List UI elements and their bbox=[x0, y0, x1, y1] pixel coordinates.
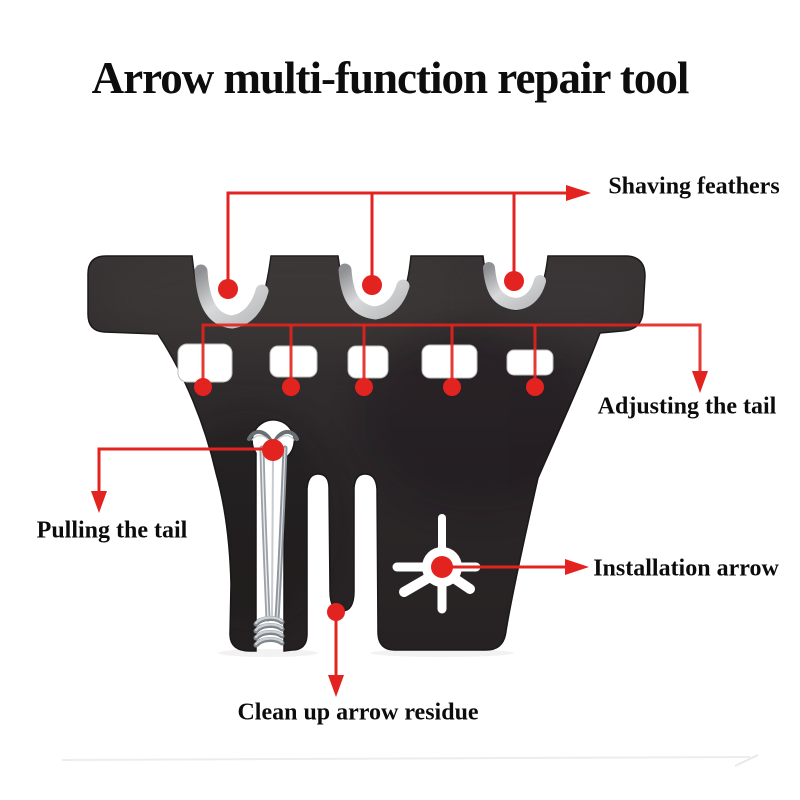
feather-notch-bevel-1 bbox=[194, 264, 269, 329]
square-holes bbox=[177, 343, 554, 383]
square-hole-5 bbox=[506, 349, 554, 376]
pulling-clip bbox=[247, 430, 299, 622]
arrowhead-right-icon bbox=[566, 185, 591, 201]
arrowhead-down-icon bbox=[91, 491, 107, 513]
arrowhead-right-icon bbox=[565, 559, 589, 575]
right-leg-shadow bbox=[370, 649, 514, 657]
marker-dot bbox=[443, 378, 461, 396]
marker-dot bbox=[282, 378, 300, 396]
marker-dot bbox=[327, 603, 345, 621]
annotation-overlays bbox=[91, 185, 708, 697]
feather-notch-bevel-3 bbox=[483, 262, 546, 311]
label-cleanup-residue: Clean up arrow residue bbox=[237, 699, 479, 726]
square-hole-3 bbox=[347, 345, 389, 379]
square-hole-2 bbox=[269, 345, 318, 378]
marker-dot bbox=[355, 378, 373, 396]
page-title: Arrow multi-function repair tool bbox=[91, 53, 690, 103]
marker-dot bbox=[362, 275, 382, 295]
marker-dot bbox=[194, 378, 212, 396]
arrowhead-down-icon bbox=[328, 675, 344, 697]
marker-dot bbox=[218, 279, 238, 299]
marker-dot bbox=[262, 439, 284, 461]
marker-dot bbox=[504, 271, 524, 291]
callout-installation-arrow bbox=[431, 556, 589, 578]
callout-pulling-tail bbox=[91, 439, 284, 513]
marker-dot bbox=[431, 556, 453, 578]
label-pulling-tail: Pulling the tail bbox=[36, 517, 188, 544]
label-installation-arrow: Installation arrow bbox=[593, 555, 779, 582]
callout-cleanup-residue bbox=[327, 603, 345, 697]
tool-body-group bbox=[87, 255, 646, 652]
callout-adjusting-tail bbox=[194, 323, 708, 396]
arrowhead-down-icon bbox=[692, 371, 708, 393]
label-adjusting-tail: Adjusting the tail bbox=[597, 393, 777, 420]
square-hole-4 bbox=[421, 344, 478, 379]
background-surface-mark bbox=[734, 754, 759, 767]
square-hole-1 bbox=[177, 343, 233, 383]
background-surface-edge bbox=[61, 756, 751, 761]
left-leg-shadow bbox=[218, 649, 318, 657]
clip-spring bbox=[253, 616, 285, 648]
callout-shaving-feathers bbox=[218, 185, 591, 299]
marker-dot bbox=[526, 378, 544, 396]
feather-notch-bevel-2 bbox=[338, 263, 410, 320]
label-shaving-feathers: Shaving feathers bbox=[608, 173, 780, 200]
